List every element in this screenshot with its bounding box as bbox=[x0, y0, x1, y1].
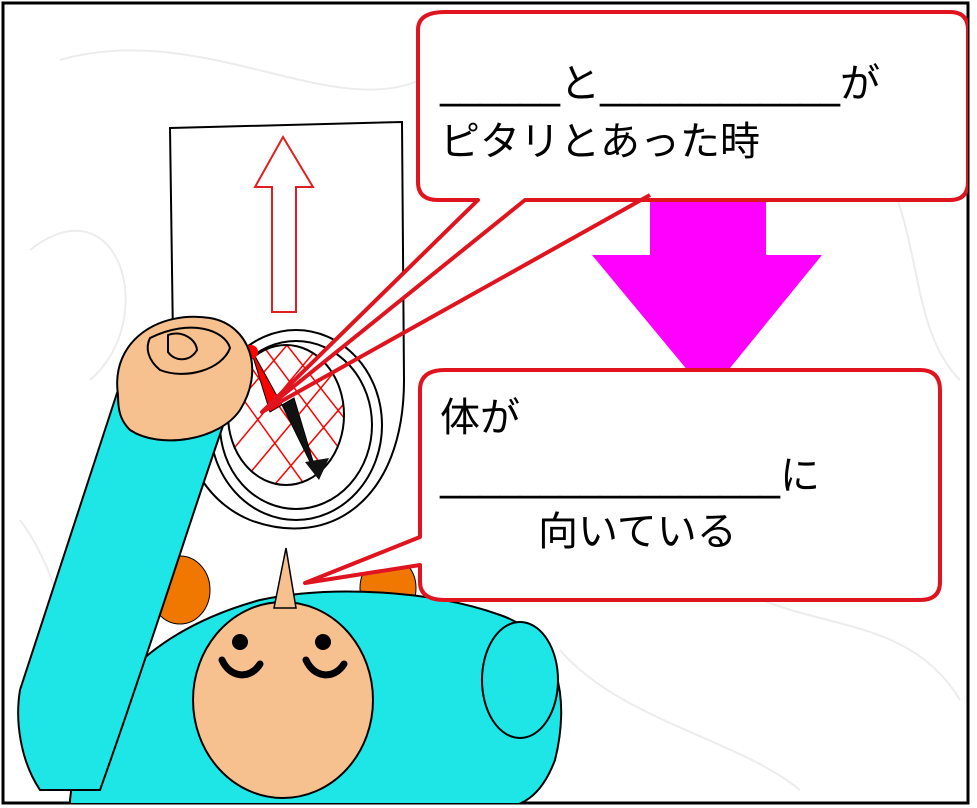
bubble-bottom-line1: 体が bbox=[440, 395, 520, 441]
word-ni: に bbox=[780, 453, 820, 499]
person-head bbox=[192, 547, 374, 799]
blank-direction: _________________ bbox=[440, 453, 780, 499]
person-right-shoulder bbox=[481, 621, 559, 739]
bubble-top-pointer-2 bbox=[261, 193, 651, 414]
blank-a: ______ bbox=[440, 61, 560, 107]
word-to: と bbox=[560, 61, 600, 107]
bubble-bottom-line2: _________________に bbox=[440, 456, 820, 496]
bubble-top-shape bbox=[260, 10, 968, 414]
needle-north-red bbox=[249, 346, 283, 413]
bubble-top-line2: ピタリとあった時 bbox=[440, 119, 760, 165]
direction-of-travel-arrow bbox=[253, 135, 315, 313]
person-hand bbox=[116, 315, 254, 442]
down-arrow bbox=[592, 172, 822, 395]
bubble-top-line1: ______と____________が bbox=[440, 64, 880, 104]
word-ga: が bbox=[840, 61, 880, 107]
nose-pointer bbox=[273, 547, 297, 609]
blank-b: ____________ bbox=[600, 61, 840, 107]
needle-south-black bbox=[281, 397, 319, 479]
compass-needle bbox=[244, 345, 329, 480]
bubble-bottom-shape bbox=[303, 368, 942, 602]
person-arm bbox=[17, 388, 227, 791]
bubble-bottom-line3: 向いている bbox=[538, 509, 737, 555]
